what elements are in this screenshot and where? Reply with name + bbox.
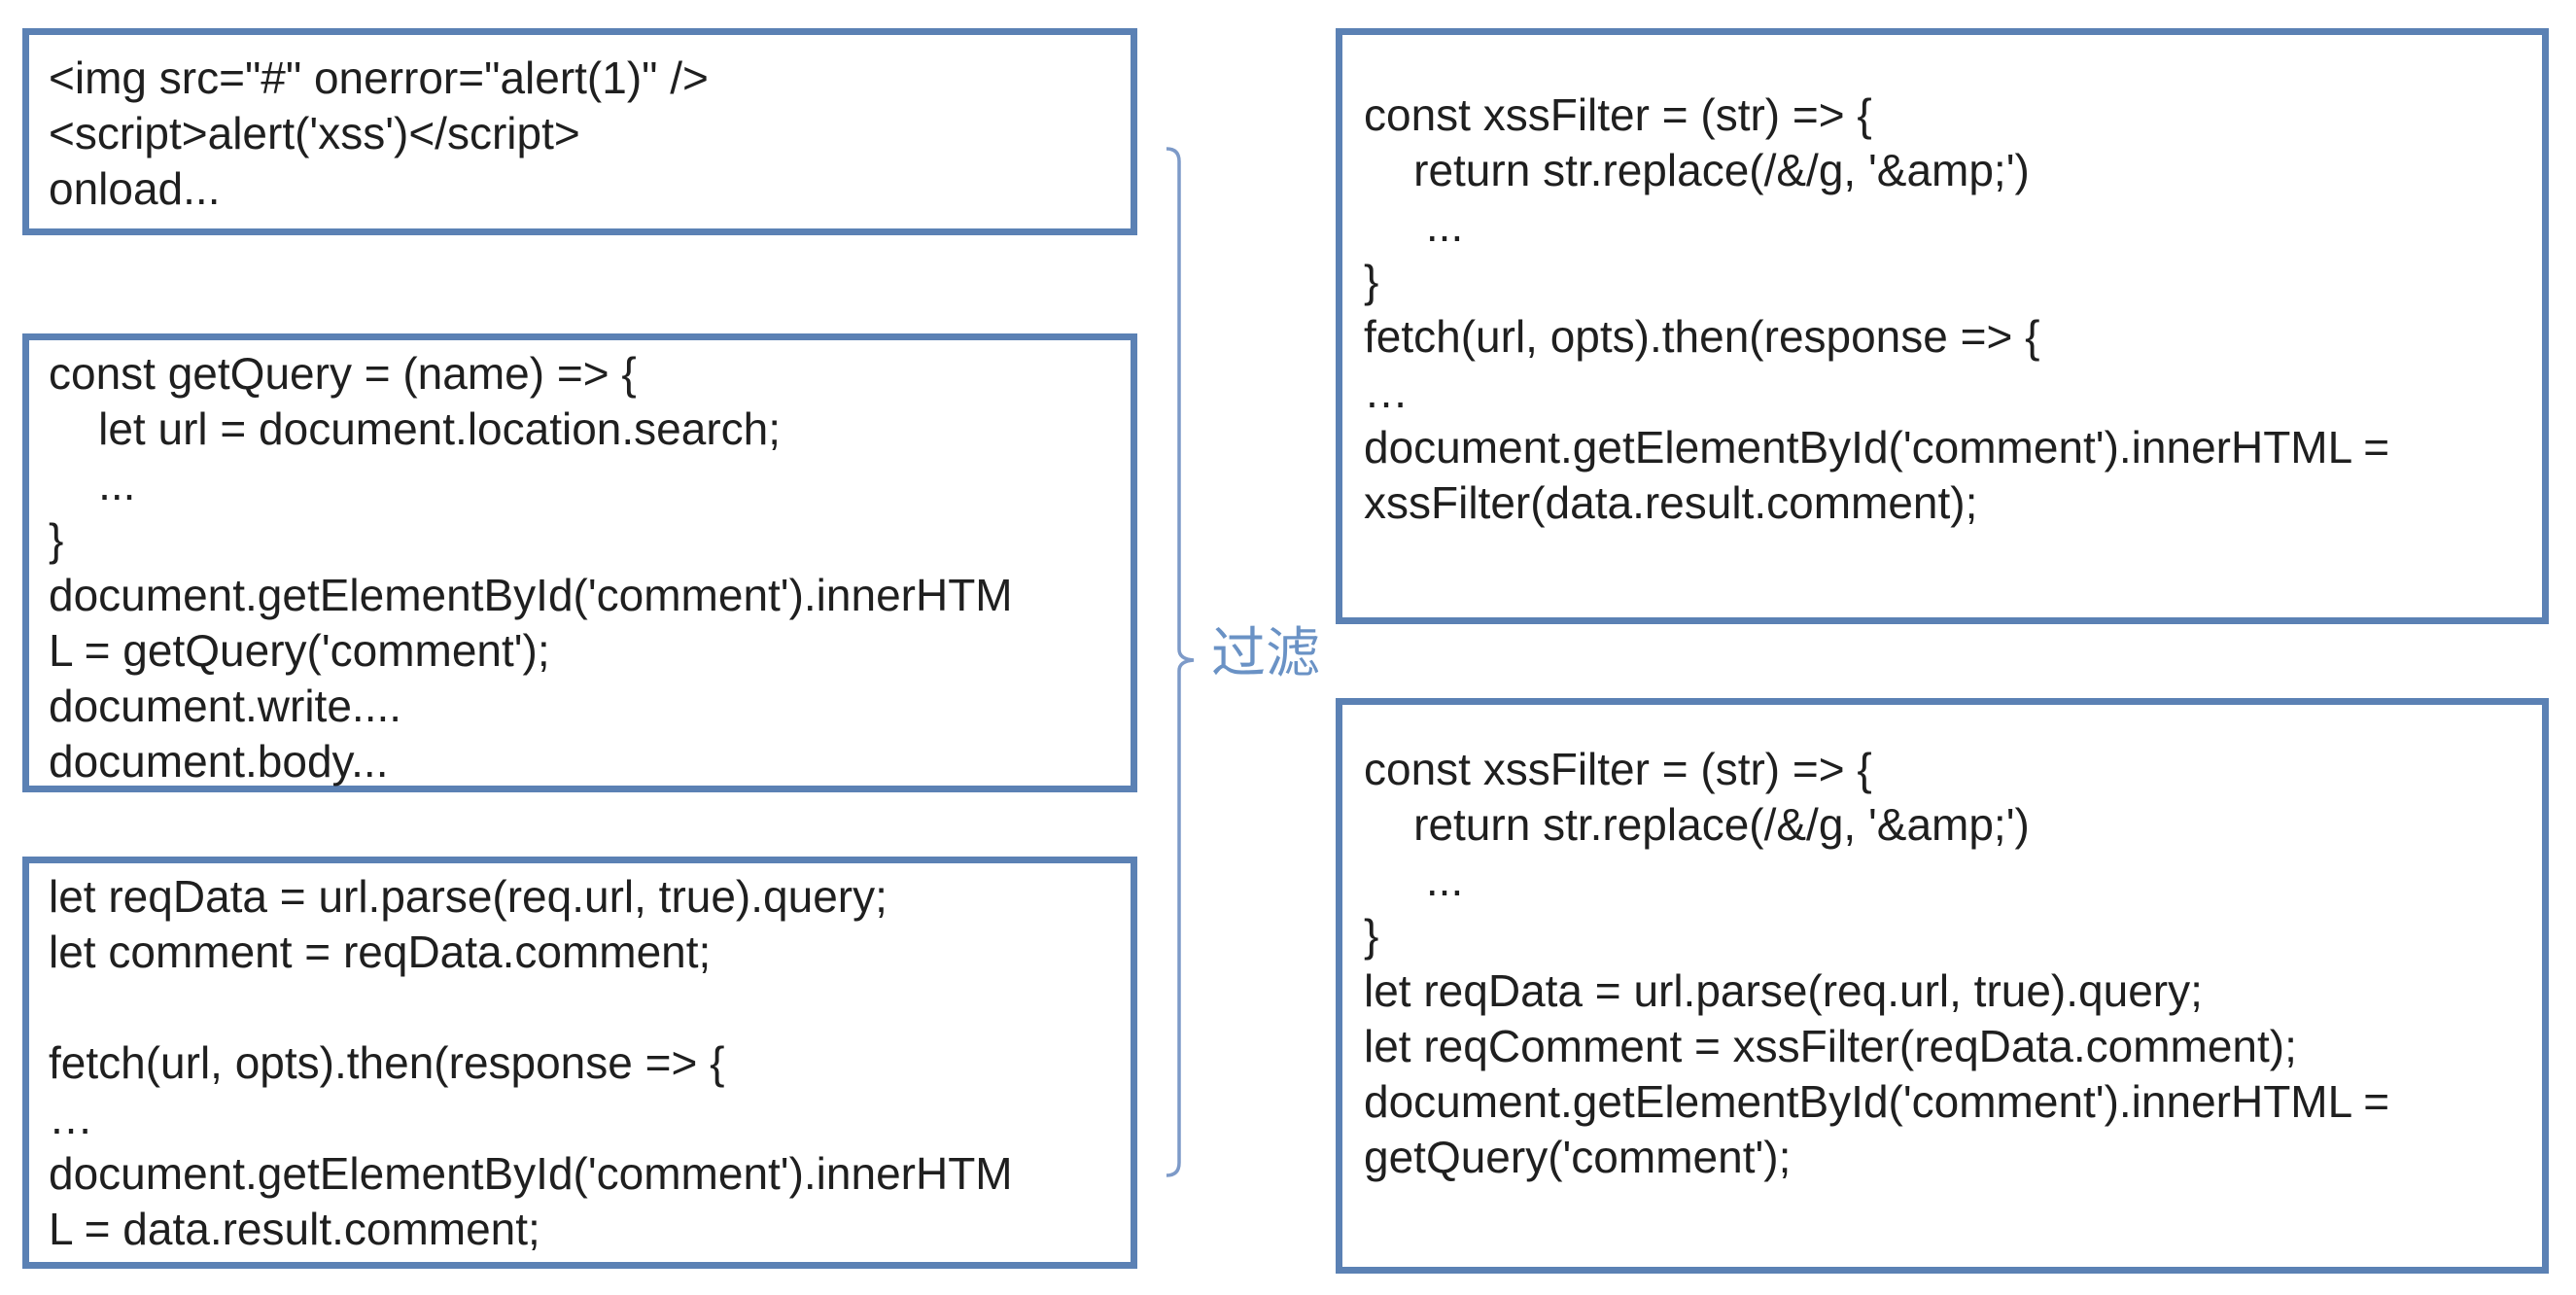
code-line: fetch(url, opts).then(response => { [1364,311,2040,362]
code-line: } [1364,256,1379,306]
code-line: onload... [49,163,221,214]
code-box-filtered-server: const xssFilter = (str) => { return str.… [1336,698,2549,1274]
code-line: ... [49,459,136,509]
code-box-xss-payloads: <img src="#" onerror="alert(1)" /><scrip… [22,28,1137,235]
code-line: xssFilter(data.result.comment); [1364,477,1978,528]
code-line: L = getQuery('comment'); [49,625,550,676]
filter-label: 过滤 [1211,622,1320,683]
code-line: document.getElementById('comment').inner… [1364,1076,2390,1127]
code-line: getQuery('comment'); [1364,1132,1792,1182]
code-line: let reqComment = xssFilter(reqData.comme… [1364,1021,2297,1071]
code-line [49,980,1111,1035]
code-block-vulnerable-fetch: let reqData = url.parse(req.url, true).q… [49,869,1111,1257]
code-line: return str.replace(/&/g, '&amp;') [1364,799,2030,850]
code-line: ... [1364,855,1464,905]
code-line: let reqData = url.parse(req.url, true).q… [1364,965,2203,1016]
code-box-vulnerable-fetch: let reqData = url.parse(req.url, true).q… [22,857,1137,1269]
code-line: document.write.... [49,681,402,731]
code-box-filtered-fetch: const xssFilter = (str) => { return str.… [1336,28,2549,624]
code-block-xss-payloads: <img src="#" onerror="alert(1)" /><scrip… [49,51,1111,217]
code-line: ... [1364,200,1464,251]
code-line: document.getElementById('comment').inner… [49,1148,1013,1199]
code-line: let reqData = url.parse(req.url, true).q… [49,871,888,922]
code-line: return str.replace(/&/g, '&amp;') [1364,145,2030,195]
code-block-filtered-fetch: const xssFilter = (str) => { return str.… [1364,88,2523,531]
code-line: … [1364,367,1409,417]
code-line: } [1364,910,1379,961]
code-line: document.getElementById('comment').inner… [1364,422,2390,472]
code-block-vulnerable-getquery: const getQuery = (name) => { let url = d… [49,346,1111,789]
code-line: const xssFilter = (str) => { [1364,744,1872,794]
code-line: document.body... [49,736,389,787]
code-line: const xssFilter = (str) => { [1364,89,1872,140]
code-block-filtered-server: const xssFilter = (str) => { return str.… [1364,742,2523,1185]
code-line: let url = document.location.search; [49,403,782,454]
code-box-vulnerable-getquery: const getQuery = (name) => { let url = d… [22,333,1137,792]
code-line: <script>alert('xss')</script> [49,108,580,158]
code-line: let comment = reqData.comment; [49,927,712,977]
code-line: L = data.result.comment; [49,1204,540,1254]
code-line: } [49,514,64,565]
filter-brace-icon [1166,147,1195,1177]
code-line: <img src="#" onerror="alert(1)" /> [49,52,709,103]
code-line: fetch(url, opts).then(response => { [49,1037,725,1088]
code-line: const getQuery = (name) => { [49,348,637,399]
code-line: document.getElementById('comment').inner… [49,570,1013,620]
code-line: … [49,1093,93,1143]
